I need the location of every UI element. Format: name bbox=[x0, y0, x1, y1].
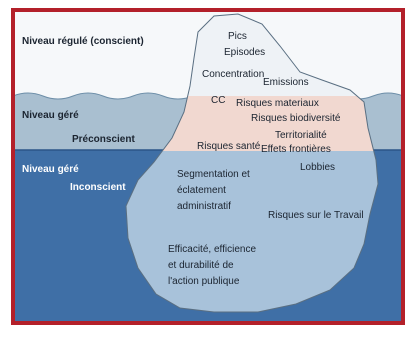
deep-segmentation-2: éclatement bbox=[177, 185, 226, 196]
level-label-regule: Niveau régulé (conscient) bbox=[22, 36, 144, 47]
level-label-preconscient: Préconscient bbox=[72, 134, 135, 145]
deep-segmentation-3: administratif bbox=[177, 201, 231, 212]
deep-efficacite-1: Efficacité, efficience bbox=[168, 244, 256, 255]
deep-efficacite-2: et durabilité de bbox=[168, 260, 234, 271]
tip-concentration: Concentration bbox=[202, 69, 264, 80]
level-label-gere-2: Niveau géré bbox=[22, 164, 79, 175]
diagram-frame bbox=[11, 8, 405, 325]
deep-lobbies: Lobbies bbox=[300, 162, 335, 173]
middle-territorialite: Territorialité bbox=[275, 130, 327, 141]
middle-risques-materiaux: Risques materiaux bbox=[236, 98, 319, 109]
level-label-gere-1: Niveau géré bbox=[22, 110, 79, 121]
level-label-inconscient: Inconscient bbox=[70, 182, 126, 193]
deep-risques-travail: Risques sur le Travail bbox=[268, 210, 364, 221]
tip-episodes: Episodes bbox=[224, 47, 265, 58]
tip-pics: Pics bbox=[228, 31, 247, 42]
middle-effets-frontieres: Effets frontières bbox=[261, 144, 331, 155]
tip-emissions: Emissions bbox=[263, 77, 309, 88]
middle-cc: CC bbox=[211, 95, 225, 106]
deep-segmentation-1: Segmentation et bbox=[177, 169, 250, 180]
middle-risques-biodiversite: Risques biodiversité bbox=[251, 113, 341, 124]
iceberg-outline bbox=[125, 13, 379, 313]
middle-risques-sante: Risques santé bbox=[197, 141, 261, 152]
deep-efficacite-3: l'action publique bbox=[168, 276, 240, 287]
